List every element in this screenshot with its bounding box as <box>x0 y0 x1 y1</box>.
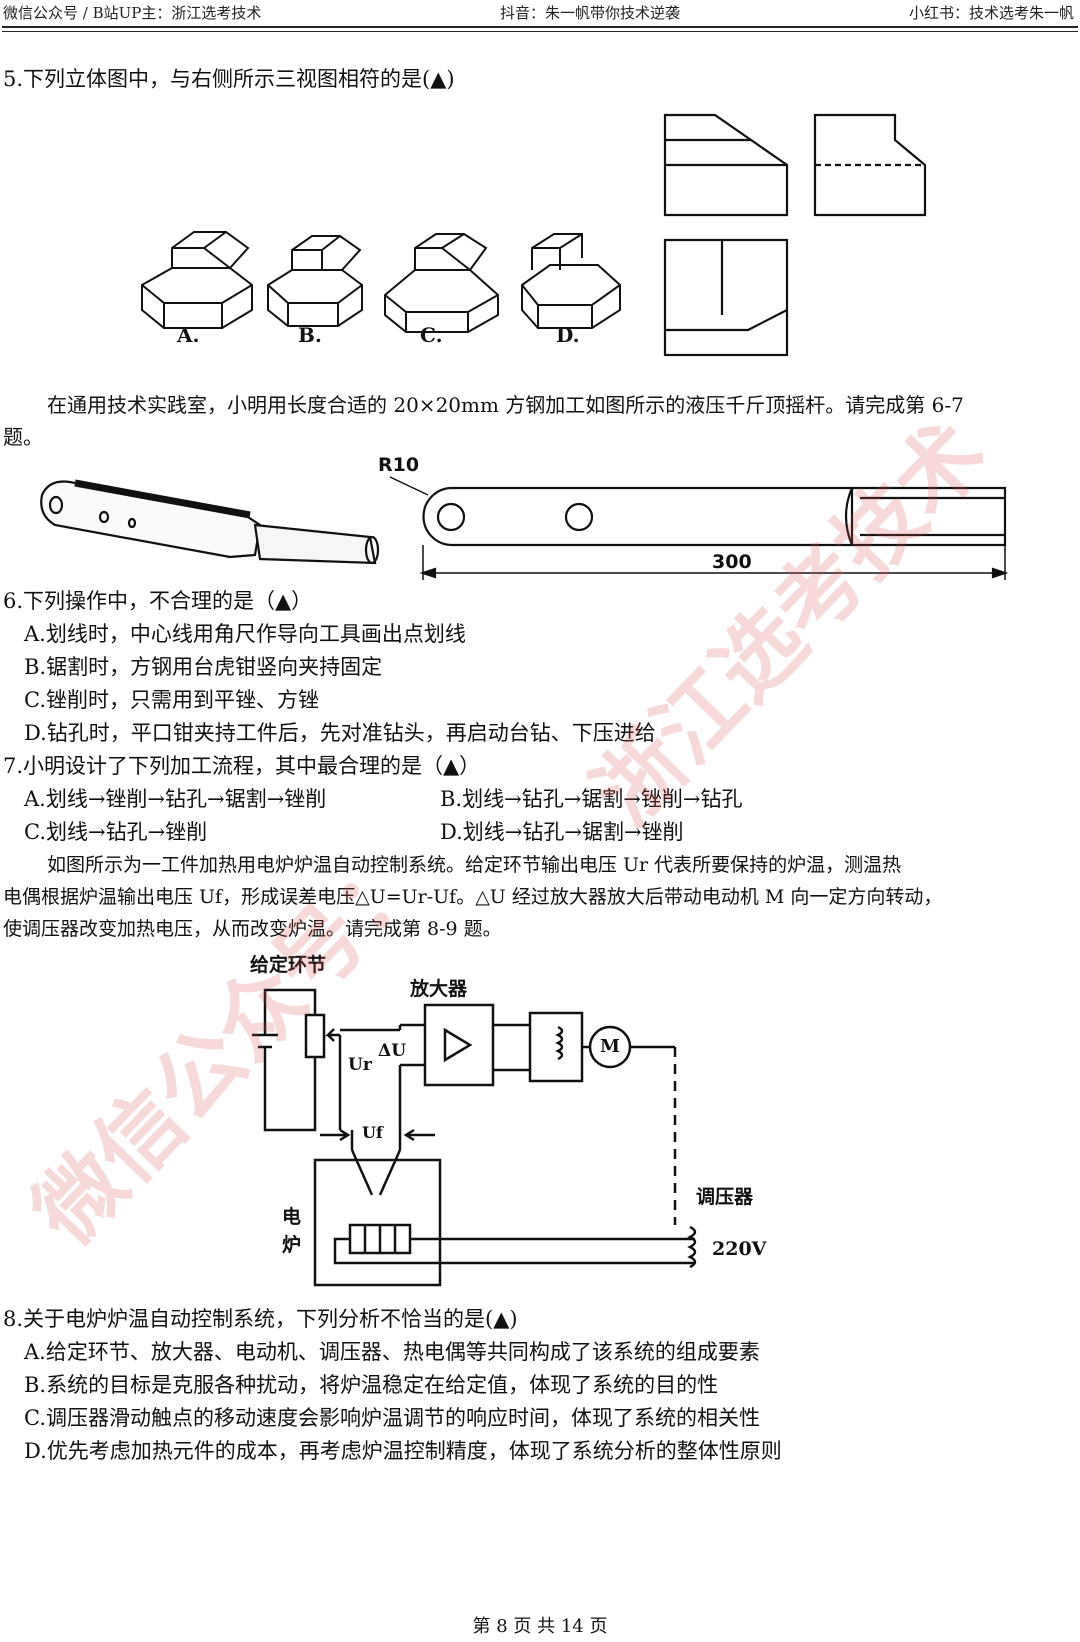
q7-option-c: C.划线→钻孔→锉削 <box>24 820 208 844</box>
rocker-drawing <box>389 476 1009 580</box>
intro-6-7-line1: 在通用技术实践室，小明用长度合适的 20×20mm 方钢加工如图所示的液压千斤顶… <box>47 393 964 417</box>
q6-option-b: B.锯割时，方钢用台虎钳竖向夹持固定 <box>24 655 383 679</box>
option-c-label: C. <box>420 323 443 347</box>
option-a-label: A. <box>177 323 200 347</box>
furnace-label-2: 炉 <box>282 1234 302 1256</box>
voltage-regulator <box>687 1225 697 1269</box>
given-section <box>252 988 342 1132</box>
du-label: ΔU <box>378 1041 407 1061</box>
intro-6-7-line2: 题。 <box>3 425 43 449</box>
motor-block <box>528 1011 677 1225</box>
header-center: 抖音：朱一帆带你技术逆袭 <box>500 4 681 22</box>
top-view <box>663 238 789 357</box>
option-d-label: D. <box>556 323 580 347</box>
q8-option-a: A.给定环节、放大器、电动机、调压器、热电偶等共同构成了该系统的组成要素 <box>24 1340 760 1364</box>
amplifier-label: 放大器 <box>410 978 468 1000</box>
header-rule <box>2 26 1078 28</box>
uf-label: Uf <box>362 1123 383 1142</box>
option-b-solid <box>267 235 363 327</box>
q7-option-d: D.划线→钻孔→锯割→锉削 <box>440 820 684 844</box>
thermocouple-lines <box>320 1128 435 1196</box>
option-a-solid <box>141 231 253 329</box>
intro-6-7: 在通用技术实践室，小明用长度合适的 20×20mm 方钢加工如图所示的液压千斤顶… <box>3 388 1073 422</box>
motor-label: M <box>600 1036 620 1057</box>
circuit-diagram <box>252 988 697 1287</box>
q8-option-b: B.系统的目标是克服各种扰动，将炉温稳定在给定值，体现了系统的目的性 <box>24 1373 719 1397</box>
ur-label: Ur <box>348 1055 372 1075</box>
q8-option-d: D.优先考虑加热元件的成本，再考虑炉温控制精度，体现了系统分析的整体性原则 <box>24 1439 782 1463</box>
q6-stem: 6.下列操作中，不合理的是（▲） <box>3 589 313 613</box>
option-d-solid <box>521 233 621 329</box>
header-left: 微信公众号 / B站UP主：浙江选考技术 <box>3 4 262 22</box>
page-header: 微信公众号 / B站UP主：浙江选考技术 抖音：朱一帆带你技术逆袭 小红书：技术… <box>0 0 1080 32</box>
option-b-label: B. <box>298 323 322 347</box>
voltage-label: 220V <box>712 1238 767 1260</box>
regulator-label: 调压器 <box>696 1186 754 1208</box>
q5-figure <box>141 113 927 357</box>
q8-stem: 8.关于电炉炉温自动控制系统，下列分析不恰当的是(▲) <box>3 1307 518 1331</box>
q7-stem: 7.小明设计了下列加工流程，其中最合理的是（▲） <box>3 754 481 778</box>
header-rule-thin <box>2 31 1078 32</box>
q7-option-b: B.划线→钻孔→锯割→锉削→钻孔 <box>440 787 743 811</box>
length-label: 300 <box>712 551 752 573</box>
option-c-solid <box>384 233 499 333</box>
front-view <box>663 113 789 217</box>
given-label: 给定环节 <box>250 954 327 976</box>
amplifier-block <box>340 1003 530 1130</box>
furnace-label-1: 电 <box>282 1206 302 1228</box>
side-view <box>813 113 927 217</box>
q8-option-c: C.调压器滑动触点的移动速度会影响炉温调节的响应时间，体现了系统的相关性 <box>24 1406 760 1430</box>
q6-option-c: C.锉削时，只需用到平锉、方锉 <box>24 688 319 712</box>
rocker-figure <box>40 476 1009 580</box>
intro-8-9-line1: 如图所示为一工件加热用电炉炉温自动控制系统。给定环节输出电压 Ur 代表所要保持… <box>47 854 902 876</box>
q6-option-a: A.划线时，中心线用角尺作导向工具画出点划线 <box>24 622 466 646</box>
q7-option-a: A.划线→锉削→钻孔→锯割→锉削 <box>24 787 327 811</box>
furnace-block <box>313 1158 695 1287</box>
intro-8-9-line3: 使调压器改变加热电压，从而改变炉温。请完成第 8-9 题。 <box>3 918 502 940</box>
intro-8-9-line2: 电偶根据炉温输出电压 Uf，形成误差电压△U=Ur-Uf。△U 经过放大器放大后… <box>3 886 943 908</box>
q5-stem: 5.下列立体图中，与右侧所示三视图相符的是(▲) <box>3 67 455 91</box>
q6-option-d: D.钻孔时，平口钳夹持工件后，先对准钻头，再启动台钻、下压进给 <box>24 721 656 745</box>
header-right: 小红书：技术选考朱一帆 <box>908 4 1074 22</box>
radius-label: R10 <box>378 454 420 476</box>
page-footer: 第 8 页 共 14 页 <box>472 1616 608 1637</box>
rocker-photo <box>40 479 380 565</box>
